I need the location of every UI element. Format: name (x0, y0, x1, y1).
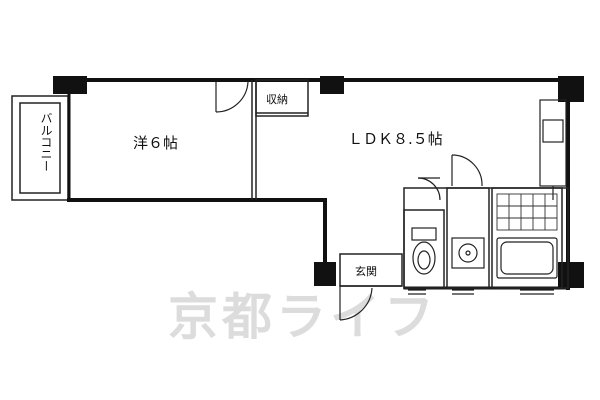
walls (53, 78, 570, 290)
balcony-label: バルコニー (39, 112, 53, 172)
entrance (339, 253, 403, 287)
inner-door-upper (417, 154, 483, 201)
wet-area-doors (408, 289, 554, 295)
wet-area (403, 187, 569, 289)
kitchen-counter (539, 99, 567, 200)
washbasin-fixture (451, 237, 485, 269)
storage-label: 収納 (266, 93, 288, 106)
western-room-door (215, 81, 249, 113)
entrance-door (339, 286, 373, 321)
entrance-label: 玄関 (355, 264, 377, 278)
toilet-fixture (411, 227, 437, 275)
shower-floor-grid (496, 193, 558, 231)
ldk-label: ＬＤＫ８.５帖 (348, 130, 443, 148)
watermark-text: 京都ライフ (168, 288, 438, 346)
wall-posts (53, 76, 584, 288)
bathtub-fixture (496, 237, 558, 279)
interior-walls (251, 79, 309, 200)
western-room-label: 洋６帖 (133, 134, 178, 152)
